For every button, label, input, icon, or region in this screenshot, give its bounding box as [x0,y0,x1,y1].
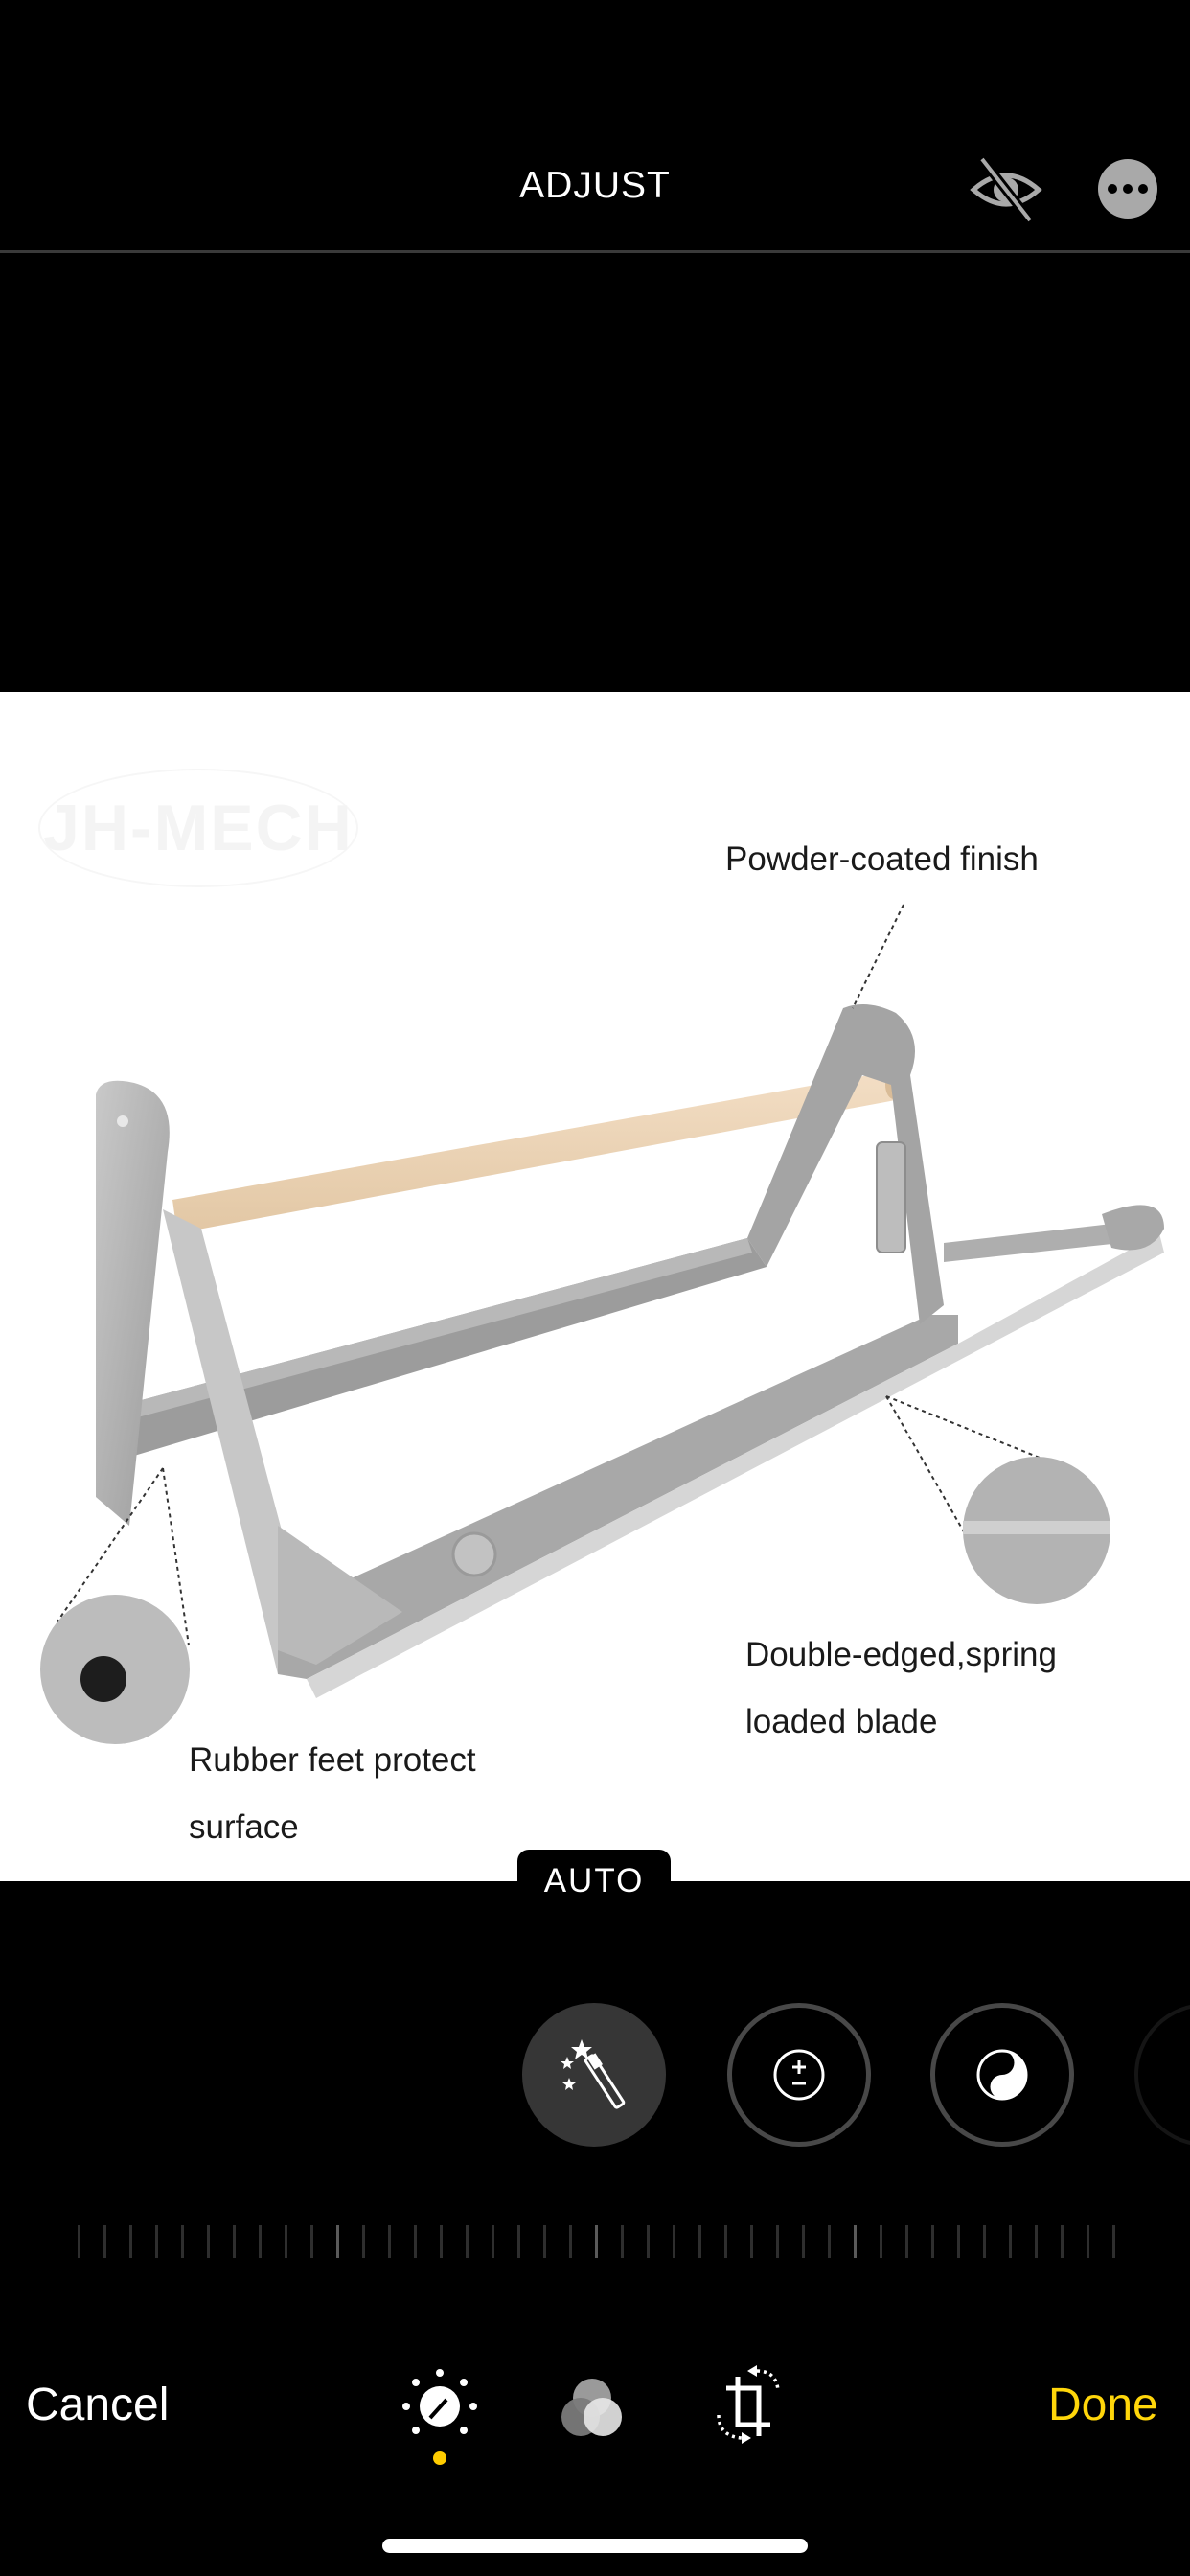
product-illustration [40,904,1164,1744]
callout-line: surface [189,1808,299,1846]
slider-tick [1009,2225,1012,2258]
home-indicator[interactable] [382,2539,808,2553]
photo-preview[interactable]: JH-MECH [0,692,1190,1881]
active-tab-indicator [433,2451,446,2465]
slider-tick [233,2225,236,2258]
callout-blade: Double-edged,spring loaded blade [745,1622,1057,1756]
slider-tick [517,2225,520,2258]
cancel-button[interactable]: Cancel [26,2380,170,2430]
yin-yang-icon [976,2049,1028,2101]
slider-tick [543,2225,546,2258]
slider-tick [854,2225,857,2258]
slider-tick [1061,2225,1064,2258]
callout-line: Powder-coated finish [725,840,1039,878]
slider-tick [362,2225,365,2258]
header-divider [0,250,1190,253]
more-options-button[interactable] [1098,159,1157,218]
slider-tick [621,2225,624,2258]
slider-tick [129,2225,132,2258]
slider-tick [673,2225,675,2258]
callout-line: Rubber feet protect [189,1741,476,1779]
slider-tick [103,2225,106,2258]
slider-tick [931,2225,934,2258]
slider-tick [905,2225,908,2258]
callout-powder-coated: Powder-coated finish [725,826,1039,893]
slider-tick [983,2225,986,2258]
dial-icon [402,2369,477,2434]
magic-wand-icon [561,2039,626,2109]
eye-slash-icon [970,155,1042,224]
slider-tick [1112,2225,1115,2258]
slider-tick [1035,2225,1038,2258]
slider-tick [569,2225,572,2258]
slider-tick [492,2225,494,2258]
hide-adjustments-button[interactable] [968,153,1044,226]
slider-tick [750,2225,753,2258]
slider-tick [155,2225,158,2258]
slider-tick [285,2225,287,2258]
slider-tick [207,2225,210,2258]
slider-tick [802,2225,805,2258]
plus-minus-circle-icon [773,2049,825,2101]
slider-tick [776,2225,779,2258]
slider-tick [78,2225,80,2258]
tool-auto-button[interactable] [522,2003,666,2147]
three-circles-icon [561,2379,622,2436]
tool-brilliance-button[interactable] [930,2003,1074,2147]
slider-tick [181,2225,184,2258]
slider-tick [957,2225,960,2258]
slider-tick [595,2225,598,2258]
slider-tick [647,2225,650,2258]
callout-line: loaded blade [745,1703,938,1740]
slider-tick [724,2225,727,2258]
slider-tick [336,2225,339,2258]
watermark: JH-MECH [38,769,358,887]
slider-tick [388,2225,391,2258]
tab-crop[interactable] [709,2363,795,2450]
crop-rotate-icon [717,2365,780,2444]
slider-tick [880,2225,882,2258]
active-tool-label: AUTO [517,1850,671,1905]
slider-tick [310,2225,313,2258]
callout-line: Double-edged,spring [745,1636,1057,1673]
slider-tick [466,2225,469,2258]
tool-highlights-button[interactable] [1134,2003,1190,2147]
tab-filters[interactable] [550,2363,636,2450]
callout-rubber-feet: Rubber feet protect surface [189,1727,476,1861]
ellipsis-icon [1108,184,1148,194]
page-title: ADJUST [519,165,671,206]
slider-tick [1087,2225,1089,2258]
slider-tick [259,2225,262,2258]
slider-tick [828,2225,831,2258]
tab-adjust[interactable] [397,2363,483,2450]
slider-tick [440,2225,443,2258]
done-button[interactable]: Done [1048,2380,1158,2430]
slider-tick [414,2225,417,2258]
adjust-slider[interactable] [0,2225,1190,2258]
tool-exposure-button[interactable] [727,2003,871,2147]
slider-tick [698,2225,701,2258]
